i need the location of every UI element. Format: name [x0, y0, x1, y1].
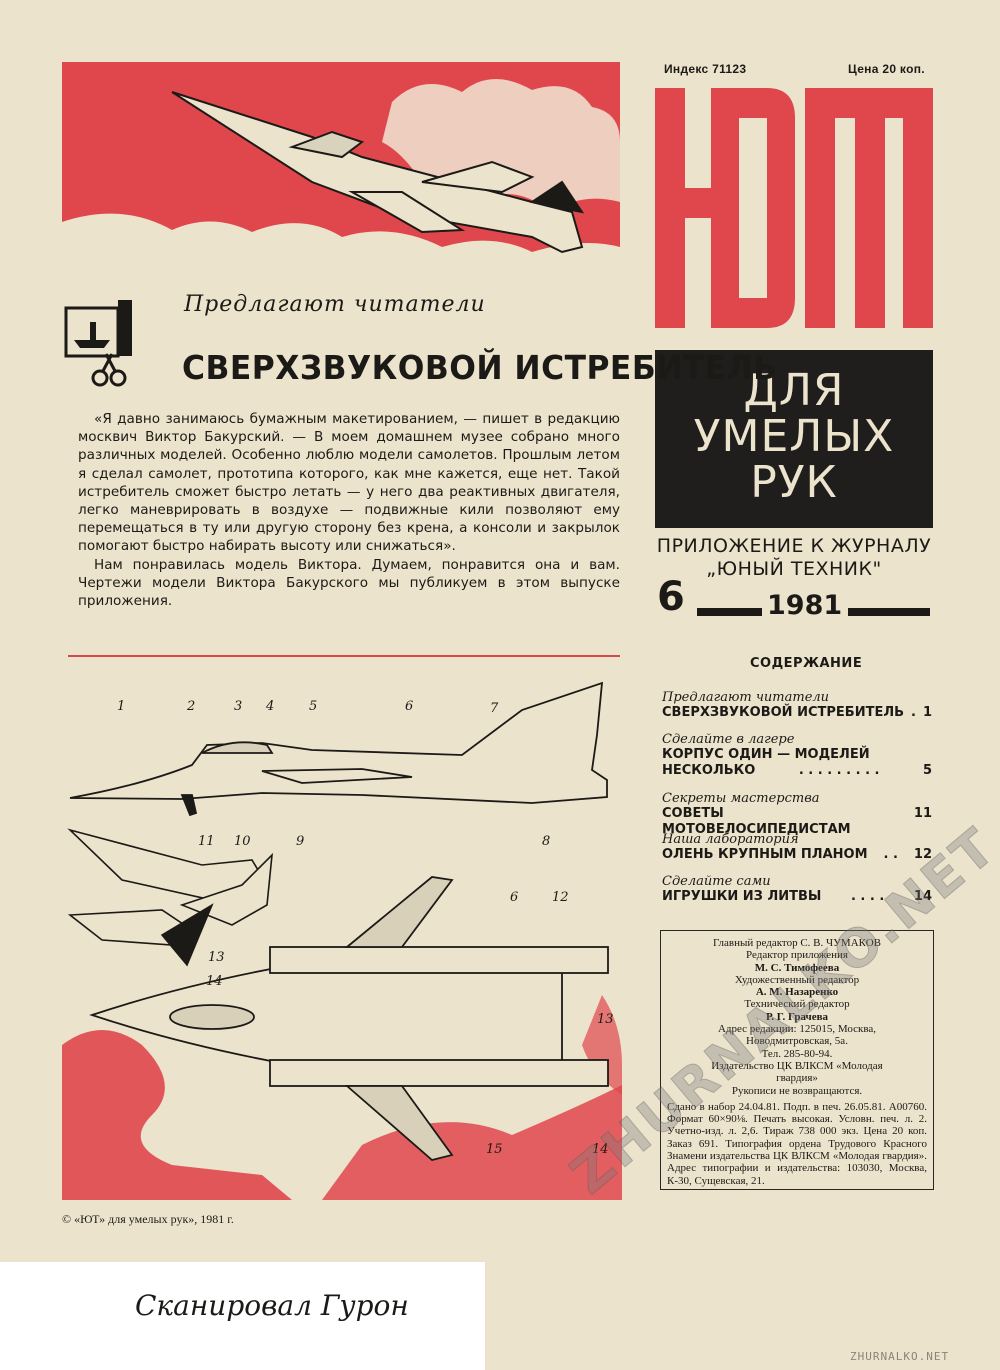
- contents-article-title: ИГРУШКИ ИЗ ЛИТВЫ: [662, 889, 822, 904]
- staff-line: Редактор приложения: [746, 949, 848, 962]
- staff-line: Р. Г. Грачева: [765, 1010, 829, 1023]
- scan-credit: Сканировал Гурон: [135, 1289, 409, 1322]
- contents-title: СОДЕРЖАНИЕ: [750, 656, 863, 671]
- callout-label: 10: [234, 834, 251, 849]
- staff-line: Адрес редакции: 125015, Москва,: [717, 1023, 877, 1036]
- contents-page: 11: [913, 806, 932, 821]
- issue-year: 1981: [767, 590, 843, 621]
- contents-section: Сделайте в лагере: [662, 732, 795, 747]
- contents-item: Предлагают читатели СВЕРХЗВУКОВОЙ ИСТРЕБ…: [662, 690, 932, 721]
- scan-credit-box: [0, 1262, 485, 1370]
- staff-line: А. М. Назаренко: [755, 986, 839, 999]
- callout-label: 1: [117, 699, 125, 714]
- copyright-line: © «ЮТ» для умелых рук», 1981 г.: [62, 1212, 234, 1226]
- editorial-staff-box: Главный редактор С. В. ЧУМАКОВ Редактор …: [660, 930, 934, 1190]
- callout-label: 12: [552, 890, 569, 905]
- contents-page: 5: [922, 763, 932, 778]
- contents-item: Секреты мастерства СОВЕТЫ МОТОВЕЛОСИПЕДИ…: [662, 791, 932, 838]
- title-line-3: РУК: [750, 457, 838, 508]
- callout-label: 6: [510, 890, 518, 905]
- article-paragraph: «Я давно занимаюсь бумажным макетировани…: [78, 411, 620, 555]
- callout-label: 7: [490, 701, 499, 716]
- contents-dots: . . . . . . . . .: [798, 763, 880, 778]
- callout-label: 2: [186, 699, 195, 714]
- callout-label: 15: [486, 1142, 503, 1157]
- contents-article-title: СВЕРХЗВУКОВОЙ ИСТРЕБИТЕЛЬ: [662, 705, 905, 720]
- callout-label: 14: [206, 974, 223, 989]
- contents-section: Секреты мастерства: [662, 791, 820, 806]
- staff-line: Рукописи не возвращаются.: [731, 1084, 863, 1097]
- supplement-line-2: „ЮНЫЙ ТЕХНИК": [706, 558, 882, 580]
- supplement-line-1: ПРИЛОЖЕНИЕ К ЖУРНАЛУ: [656, 535, 932, 557]
- contents-section: Предлагают читатели: [662, 690, 830, 705]
- article-paragraph: Нам понравилась модель Виктора. Думаем, …: [78, 556, 620, 610]
- staff-line: Тел. 285-80-94.: [761, 1047, 833, 1060]
- issue-bar-right: [848, 608, 930, 616]
- staff-line: Издательство ЦК ВЛКСМ «Молодая: [711, 1059, 883, 1072]
- callout-label: 8: [542, 834, 550, 849]
- staff-line: гвардия»: [776, 1072, 818, 1085]
- aircraft-drawing: 1 2 3 4 5 6 7 8 9 10 11 6 12 13 13 14 15…: [62, 681, 622, 1200]
- issue-number: 6: [657, 574, 685, 620]
- article-headline: СВЕРХЗВУКОВОЙ ИСТРЕБИТЕЛЬ: [182, 348, 778, 387]
- callout-label: 13: [597, 1012, 614, 1027]
- contents-dots: . .: [883, 847, 898, 862]
- contents-article-title: ОЛЕНЬ КРУПНЫМ ПЛАНОМ: [662, 847, 868, 862]
- price: Цена 20 коп.: [848, 62, 925, 76]
- staff-line: Главный редактор С. В. ЧУМАКОВ: [712, 937, 882, 949]
- contents-dots: . . . .: [850, 889, 885, 904]
- title-line-1: ДЛЯ: [743, 365, 845, 416]
- imprint-text: Сдано в набор 24.04.81. Подп. в печ. 26.…: [667, 1100, 927, 1187]
- title-line-2: УМЕЛЫХ: [693, 411, 895, 462]
- contents-dots: .: [911, 705, 916, 720]
- staff-line: М. С. Тимофеева: [754, 961, 840, 974]
- article-body: «Я давно занимаюсь бумажным макетировани…: [78, 410, 620, 610]
- staff-line: Технический редактор: [744, 998, 850, 1011]
- contents-section: Наша лаборатория: [662, 832, 799, 847]
- contents-item: Сделайте в лагере КОРПУС ОДИН — МОДЕЛЕЙ …: [662, 732, 932, 779]
- section-divider: [68, 655, 620, 657]
- contents-page: 12: [913, 847, 932, 862]
- article-rubric: Предлагают читатели: [184, 292, 486, 317]
- callout-label: 6: [405, 699, 413, 714]
- callout-label: 13: [208, 950, 225, 965]
- callout-label: 14: [592, 1142, 609, 1157]
- callout-label: 4: [265, 699, 274, 714]
- contents-article-title: СОВЕТЫ МОТОВЕЛОСИПЕДИСТАМ: [662, 806, 851, 837]
- title-panel: ДЛЯ УМЕЛЫХ РУК: [655, 350, 933, 528]
- contents-item: Сделайте сами ИГРУШКИ ИЗ ЛИТВЫ . . . . 1…: [662, 874, 932, 905]
- callout-label: 9: [296, 834, 304, 849]
- staff-line: Новодмитровская, 5а.: [746, 1035, 848, 1048]
- contents-section: Сделайте сами: [662, 874, 771, 889]
- index-number: Индекс 71123: [664, 62, 747, 76]
- callout-label: 3: [234, 699, 242, 714]
- magazine-logo: [655, 88, 933, 328]
- contents-page: 1: [922, 705, 932, 720]
- contents-page: 14: [913, 889, 932, 904]
- callout-label: 11: [198, 834, 215, 849]
- scissors-icon: [64, 300, 132, 387]
- issue-bar-left: [697, 608, 762, 616]
- callout-label: 5: [309, 699, 317, 714]
- contents-article-title-cont: НЕСКОЛЬКО: [662, 763, 756, 778]
- contents-article-title: КОРПУС ОДИН — МОДЕЛЕЙ: [662, 747, 870, 762]
- staff-line: Художественный редактор: [734, 973, 860, 986]
- contents-item: Наша лаборатория ОЛЕНЬ КРУПНЫМ ПЛАНОМ . …: [662, 832, 932, 863]
- hero-illustration: [62, 62, 620, 267]
- site-url: ZHURNALKO.NET: [850, 1350, 950, 1363]
